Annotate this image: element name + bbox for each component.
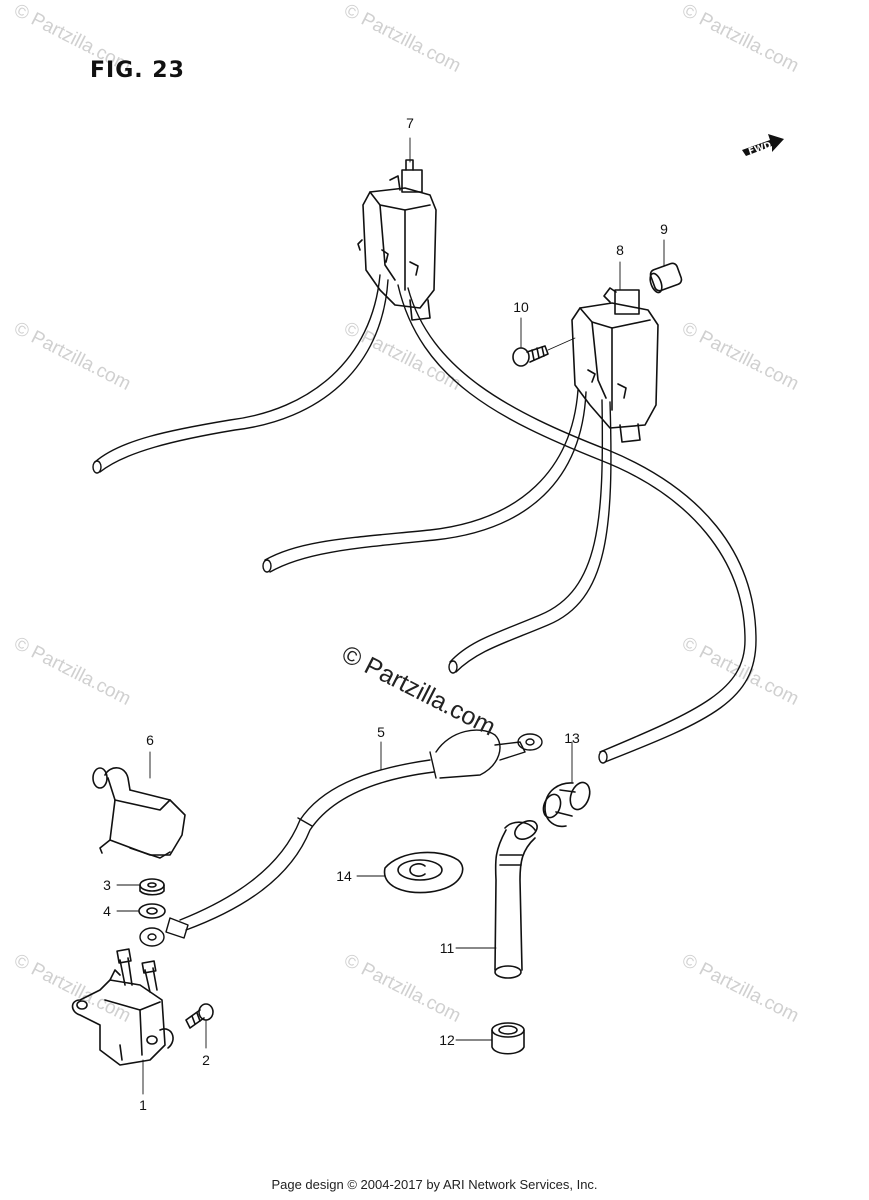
washer-4 [138,903,166,919]
cap-9 [649,262,683,294]
coil-7-lead-right [397,284,757,764]
nut-3 [139,878,165,896]
screw-2 [185,1003,214,1029]
callout-1: 1 [139,1097,147,1113]
fwd-arrow-icon: FWD [742,134,784,157]
footer-credit: Page design © 2004-2017 by ARI Network S… [271,1177,598,1192]
coil-8-lead-left [262,389,587,573]
cap-12 [491,1022,525,1055]
coil-7-lead-left [92,274,389,474]
callout-11: 11 [439,940,455,956]
callout-14: 14 [336,868,352,884]
callout-6: 6 [146,732,154,748]
seal-13 [542,781,591,828]
fwd-label: FWD [747,141,772,158]
callout-9: 9 [660,221,668,237]
callout-13: 13 [564,730,580,746]
battery-cable-5 [139,729,543,947]
callout-3: 3 [103,877,111,893]
callout-2: 2 [202,1052,210,1068]
plug-cap-11 [494,820,538,979]
screw-10 [512,337,576,367]
figure-title: FIG. 23 [90,58,185,83]
ignition-coil-7 [357,159,437,321]
grommet-14 [383,851,464,894]
terminal-cover-6 [92,767,186,859]
callout-5: 5 [377,724,385,740]
callout-8: 8 [616,242,624,258]
callout-10: 10 [513,299,529,315]
callout-12: 12 [439,1032,455,1048]
ignition-coil-8 [571,287,659,443]
coil-8-lead-right [448,399,612,674]
callout-4: 4 [103,903,111,919]
starter-relay-1 [71,948,174,1066]
callout-7: 7 [406,115,414,131]
